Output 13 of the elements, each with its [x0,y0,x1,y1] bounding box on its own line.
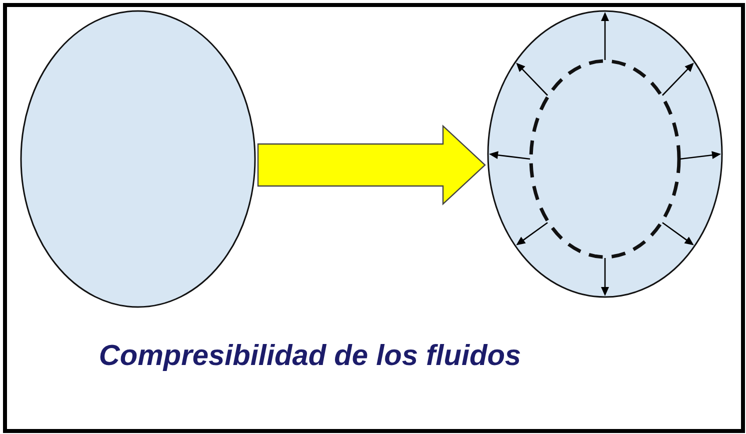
arrow [680,151,721,160]
arrow [489,151,530,160]
arrow [601,12,609,60]
arrow [662,222,694,246]
arrow [516,222,548,246]
arrow [601,258,609,296]
block-arrow [257,124,486,206]
ellipse-shape [487,10,723,298]
ellipse-shape [20,10,256,308]
dashed-ellipse [530,60,680,258]
caption: Compresibilidad de los fluidos [98,340,522,373]
arrow [662,62,694,96]
arrow [516,62,548,96]
